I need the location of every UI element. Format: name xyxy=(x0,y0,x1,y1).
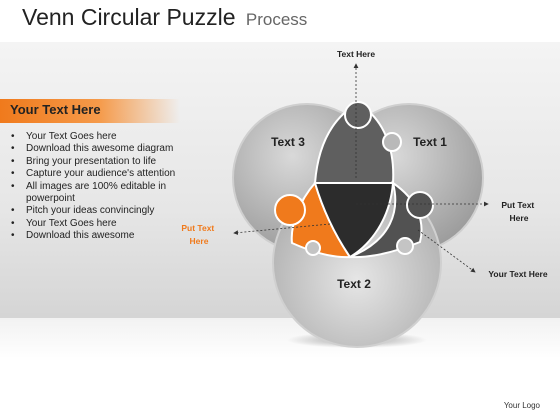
panel-header: Your Text Here xyxy=(0,99,180,123)
bullet-item: All images are 100% editable in powerpoi… xyxy=(8,181,178,206)
callout-right-line1: Put Text xyxy=(501,200,534,210)
bullet-item: Pitch your ideas convincingly xyxy=(8,205,178,218)
puzzle-socket-right xyxy=(396,237,414,255)
bullet-item: Bring your presentation to life xyxy=(8,156,178,169)
puzzle-piece-center[interactable] xyxy=(313,182,395,259)
title-subtitle: Process xyxy=(245,10,308,29)
bullet-item: Your Text Goes here xyxy=(8,218,178,231)
panel-header-text: Your Text Here xyxy=(10,102,101,117)
puzzle-socket-left xyxy=(305,240,321,256)
label-text1: Text 1 xyxy=(413,135,447,149)
slide-title: Venn Circular Puzzle Process xyxy=(22,4,307,31)
bullet-item: Download this awesome diagram xyxy=(8,143,178,156)
callout-left-line2: Here xyxy=(190,236,209,246)
puzzle-knob-left xyxy=(274,194,306,226)
logo-text: Your Logo xyxy=(503,401,540,410)
callout-line-left xyxy=(233,223,331,236)
puzzle-knob-top xyxy=(344,101,372,129)
label-text2: Text 2 xyxy=(337,277,371,291)
callout-right: Put Text Here xyxy=(501,200,536,223)
background-floor xyxy=(0,318,560,420)
title-main: Venn Circular Puzzle xyxy=(22,4,236,30)
bullet-list: Your Text Goes here Download this awesom… xyxy=(8,131,178,243)
bullet-item: Download this awesome xyxy=(8,230,178,243)
callout-left: Put Text Here xyxy=(181,223,216,246)
bullet-item: Your Text Goes here xyxy=(8,131,178,144)
puzzle-knob-right xyxy=(406,191,434,219)
callout-bottom-right: Your Text Here xyxy=(488,269,547,279)
callout-top: Text Here xyxy=(337,49,375,59)
label-text3: Text 3 xyxy=(271,135,305,149)
callout-right-line2: Here xyxy=(510,213,529,223)
puzzle-socket-top-right xyxy=(382,132,402,152)
bullet-item: Capture your audience's attention xyxy=(8,168,178,181)
callout-left-line1: Put Text xyxy=(181,223,214,233)
